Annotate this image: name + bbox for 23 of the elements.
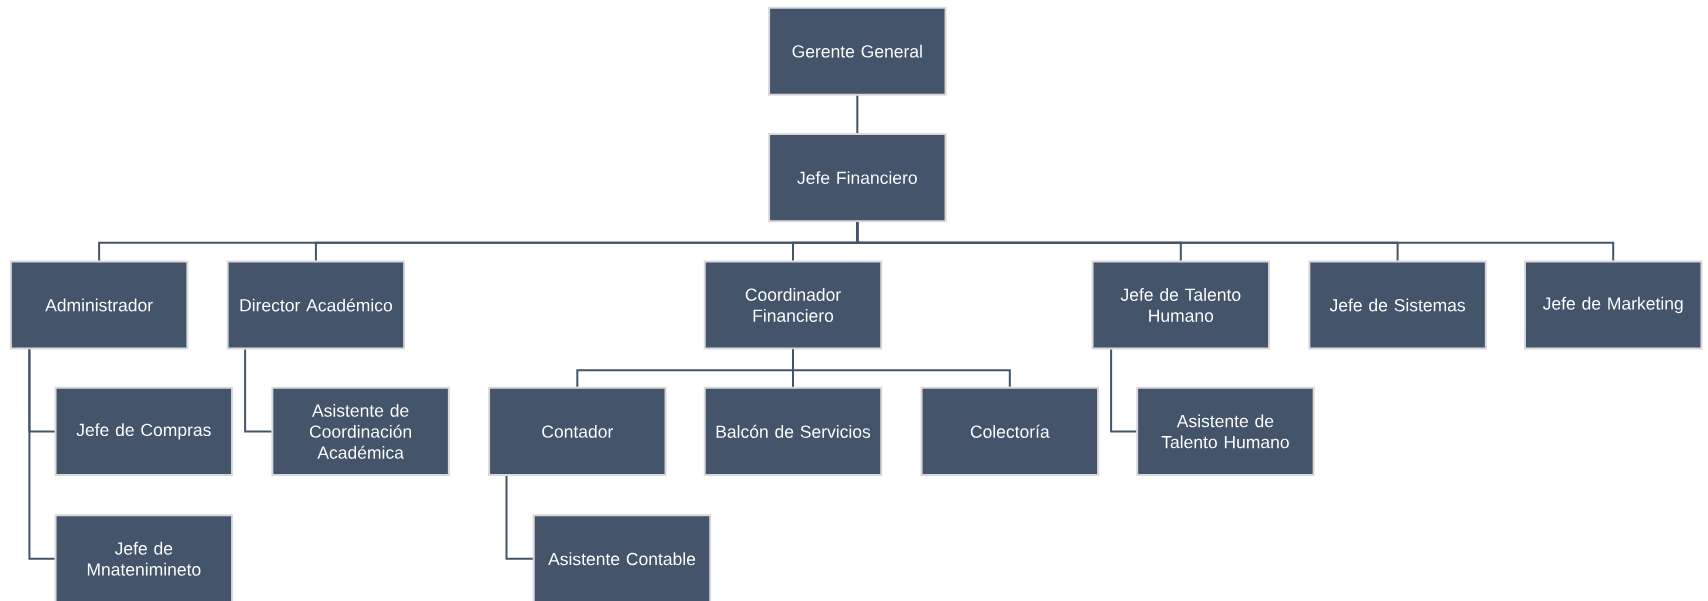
org-box: Gerente General (768, 6, 947, 96)
connector-line (28, 348, 56, 560)
org-box: Jefe Financiero (768, 133, 947, 223)
org-box: Jefe de Sistemas (1308, 260, 1487, 350)
org-box: Jefe de Marketing (1523, 260, 1703, 350)
org-box: Contador (488, 386, 667, 476)
org-box: Administrador (9, 260, 189, 350)
org-box: Asistente de Talento Humano (1136, 386, 1315, 476)
org-box: Asistente de Coordinación Académica (271, 386, 450, 476)
connector-line (856, 94, 859, 135)
connector-line (856, 221, 1615, 262)
org-box: Director Académico (226, 260, 406, 350)
org-box: Asistente Contable (532, 514, 712, 601)
org-box: Jefe de Mnatenimineto (54, 514, 234, 601)
connector-line (505, 474, 534, 560)
org-box: Jefe de Compras (54, 386, 234, 476)
org-box: Colectoría (920, 386, 1100, 476)
org-box: Jefe de Talento Humano (1091, 260, 1271, 350)
org-box: Balcón de Servicios (703, 386, 883, 476)
connector-line (792, 348, 1011, 388)
connector-line (244, 348, 273, 433)
connector-line (1110, 348, 1138, 433)
org-box: Coordinador Financiero (703, 260, 883, 350)
